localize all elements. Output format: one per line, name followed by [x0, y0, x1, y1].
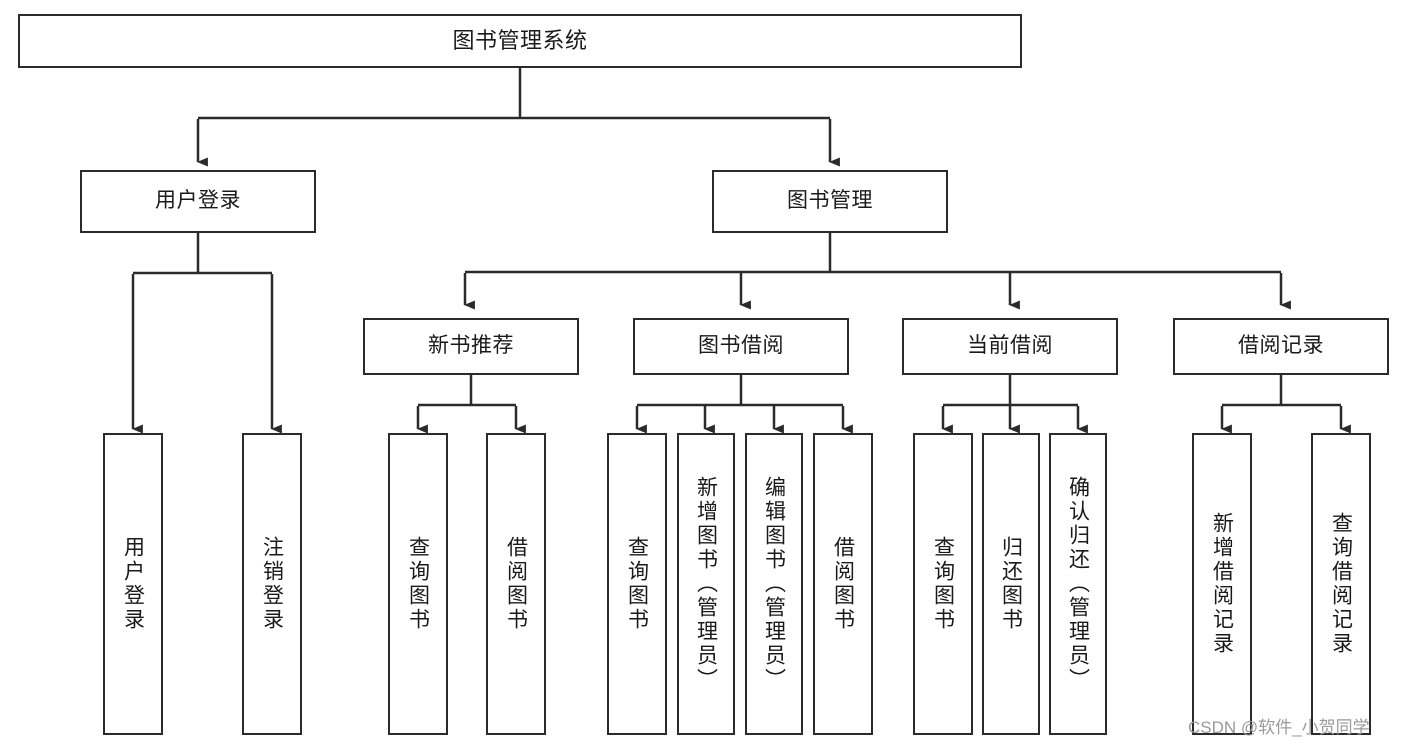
node-leaf-return-book[interactable]: 归还图书: [982, 433, 1040, 735]
node-user-login[interactable]: 用户登录: [80, 170, 316, 233]
node-leaf-user-login[interactable]: 用户登录: [103, 433, 163, 735]
csdn-watermark: CSDN @软件_小贺同学: [1188, 718, 1370, 737]
node-leaf-add-book-label: 新增图书（管理员）: [694, 476, 718, 692]
node-new-book-recommend[interactable]: 新书推荐: [363, 318, 579, 375]
node-current-borrow[interactable]: 当前借阅: [902, 318, 1118, 375]
node-leaf-borrow-book-2[interactable]: 借阅图书: [813, 433, 873, 735]
node-leaf-add-book[interactable]: 新增图书（管理员）: [677, 433, 735, 735]
node-leaf-borrow-book-1[interactable]: 借阅图书: [486, 433, 546, 735]
node-user-login-label: 用户登录: [155, 189, 241, 213]
node-leaf-edit-book-label: 编辑图书（管理员）: [762, 476, 786, 692]
node-borrow-record-label: 借阅记录: [1238, 334, 1324, 358]
node-leaf-add-record[interactable]: 新增借阅记录: [1192, 433, 1252, 735]
node-root-label: 图书管理系统: [452, 28, 588, 54]
node-leaf-query-book-3-label: 查询图书: [931, 536, 955, 632]
node-new-book-recommend-label: 新书推荐: [428, 334, 514, 358]
node-leaf-edit-book[interactable]: 编辑图书（管理员）: [745, 433, 803, 735]
node-leaf-borrow-book-1-label: 借阅图书: [504, 536, 528, 632]
node-leaf-confirm-return-label: 确认归还（管理员）: [1066, 476, 1090, 692]
node-borrow-record[interactable]: 借阅记录: [1173, 318, 1389, 375]
node-leaf-borrow-book-2-label: 借阅图书: [831, 536, 855, 632]
node-book-manage-label: 图书管理: [787, 189, 873, 213]
node-leaf-return-book-label: 归还图书: [999, 536, 1023, 632]
node-book-borrow-label: 图书借阅: [698, 334, 784, 358]
node-leaf-query-record[interactable]: 查询借阅记录: [1311, 433, 1371, 735]
node-root[interactable]: 图书管理系统: [18, 14, 1022, 68]
node-leaf-user-logout-label: 注销登录: [260, 536, 284, 632]
node-leaf-user-logout[interactable]: 注销登录: [242, 433, 302, 735]
node-leaf-query-book-1[interactable]: 查询图书: [388, 433, 448, 735]
node-leaf-add-record-label: 新增借阅记录: [1210, 512, 1234, 656]
node-book-manage[interactable]: 图书管理: [712, 170, 948, 233]
node-current-borrow-label: 当前借阅: [967, 334, 1053, 358]
node-leaf-user-login-label: 用户登录: [121, 536, 145, 632]
node-leaf-query-book-2-label: 查询图书: [625, 536, 649, 632]
node-book-borrow[interactable]: 图书借阅: [633, 318, 849, 375]
node-leaf-query-book-1-label: 查询图书: [406, 536, 430, 632]
node-leaf-query-book-2[interactable]: 查询图书: [607, 433, 667, 735]
node-leaf-confirm-return[interactable]: 确认归还（管理员）: [1049, 433, 1107, 735]
node-leaf-query-book-3[interactable]: 查询图书: [913, 433, 973, 735]
node-leaf-query-record-label: 查询借阅记录: [1329, 512, 1353, 656]
